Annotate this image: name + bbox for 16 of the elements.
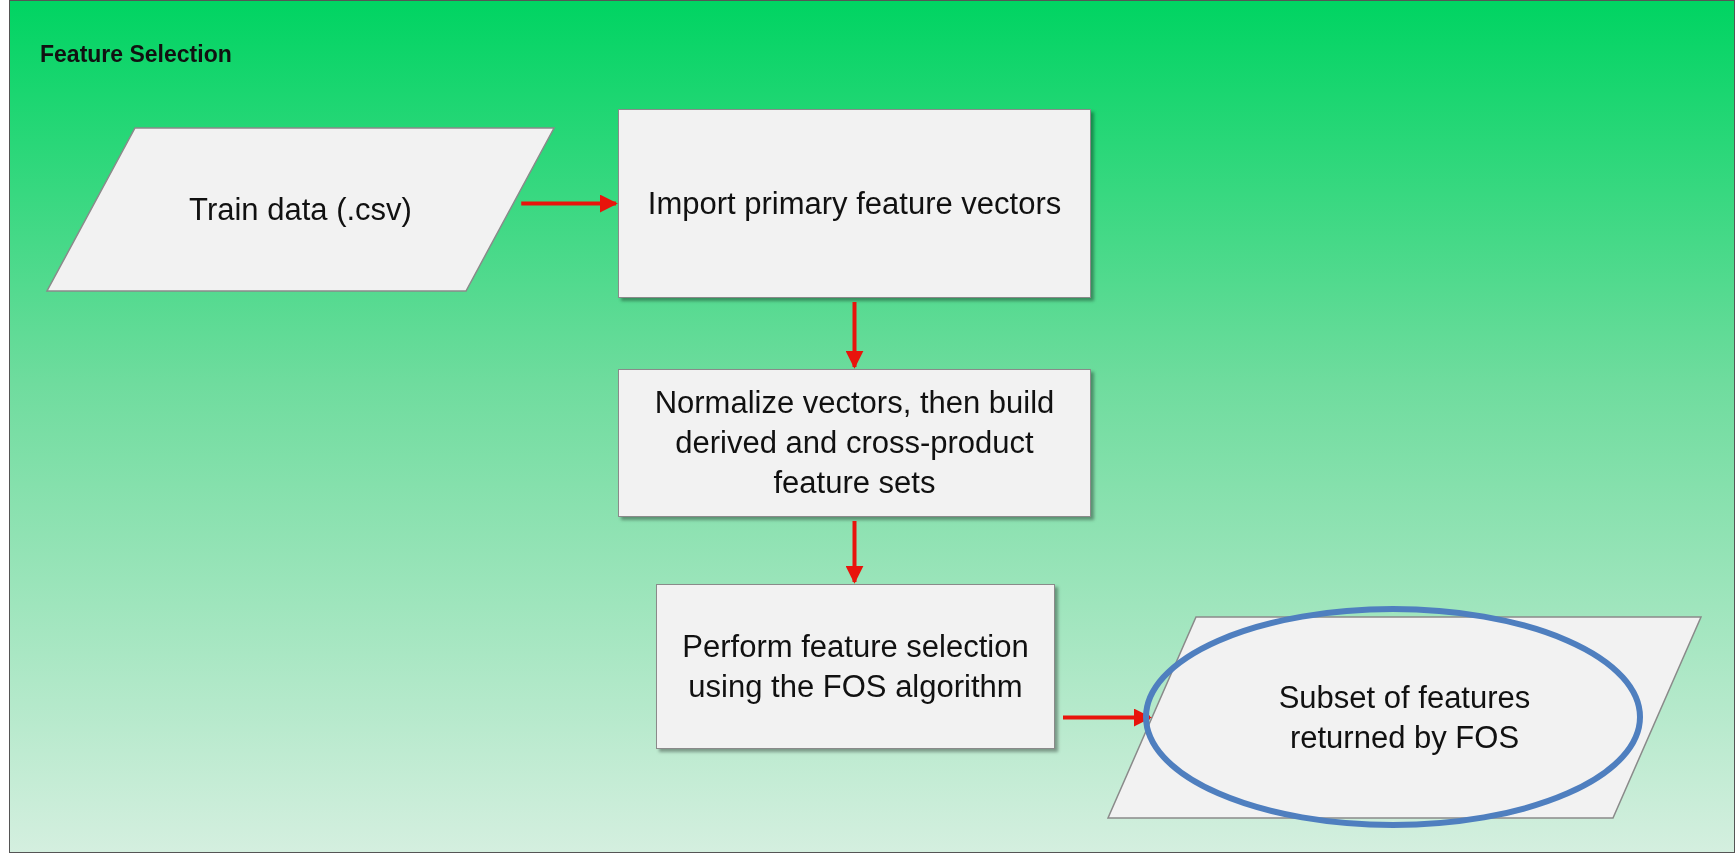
arrow [845, 521, 864, 584]
arrow [521, 194, 618, 213]
node-text: Import primary feature vectors [647, 184, 1062, 223]
process-box [618, 109, 1091, 298]
node-text: Subset of features returned by FOS [1277, 678, 1532, 757]
data-parallelogram [47, 128, 554, 291]
node-text: Perform feature selection using the FOS algorithm [681, 627, 1030, 706]
arrow [845, 302, 864, 369]
data-parallelogram [1108, 617, 1701, 818]
process-box [618, 369, 1091, 517]
panel-title: Feature Selection [40, 41, 232, 68]
panel-background [9, 0, 1735, 853]
node-text: Normalize vectors, then build derived and cross-product feature sets [653, 384, 1056, 502]
node-text: Train data (.csv) [189, 190, 412, 229]
arrow [1063, 708, 1152, 727]
process-box [656, 584, 1055, 749]
